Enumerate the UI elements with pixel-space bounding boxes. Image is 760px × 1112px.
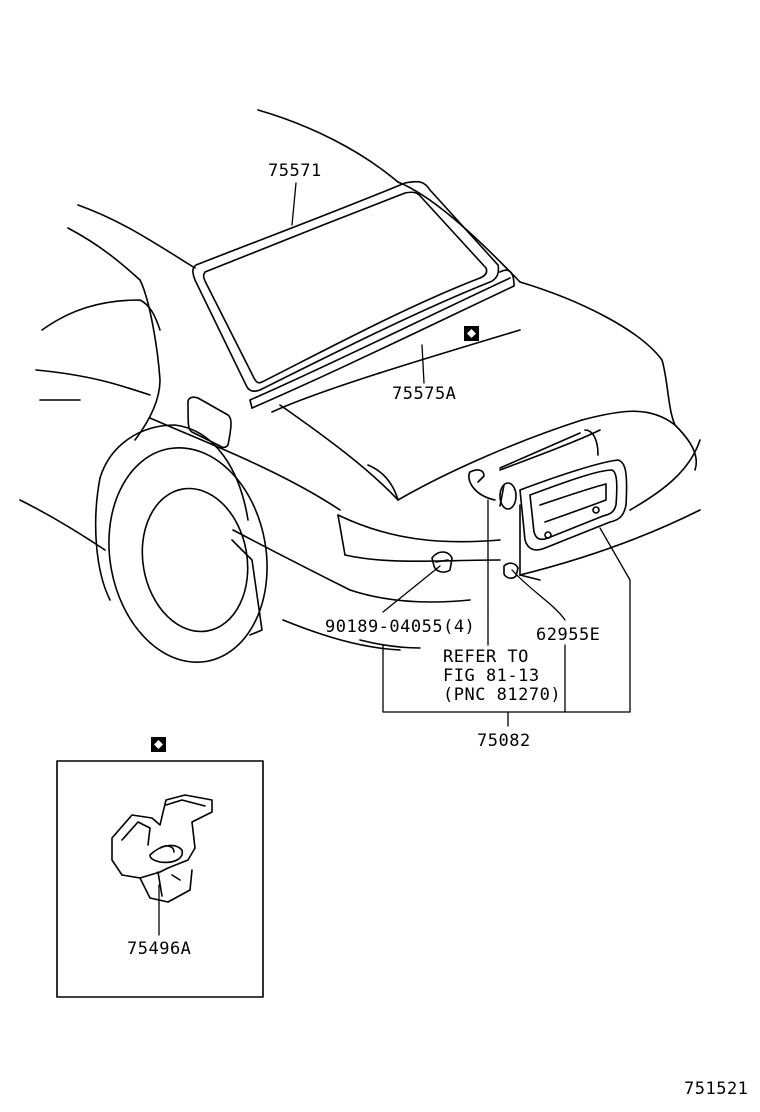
part-label-75496a: 75496A	[127, 939, 192, 959]
screw-icon	[431, 551, 453, 573]
clip-icon	[503, 562, 519, 579]
figure-number: 751521	[684, 1079, 749, 1099]
new-part-symbol-icon	[151, 737, 166, 752]
license-lock-part	[111, 794, 213, 903]
reference-note-line-1: REFER TO	[443, 647, 529, 667]
reference-note-line-3: (PNC 81270)	[443, 685, 562, 705]
part-label-75571: 75571	[268, 161, 322, 181]
part-label-62955e: 62955E	[536, 625, 601, 645]
part-label-75082: 75082	[477, 731, 531, 751]
leader-lines	[158, 182, 631, 936]
inset-box	[56, 760, 264, 998]
back-window	[192, 180, 515, 409]
part-label-90189-04055: 90189-04055(4)	[325, 617, 476, 637]
license-garnish	[431, 429, 628, 579]
reference-note-line-2: FIG 81-13	[443, 666, 540, 686]
car-body	[19, 109, 701, 664]
part-label-75575a: 75575A	[392, 384, 457, 404]
new-part-symbol-icon	[464, 326, 479, 341]
